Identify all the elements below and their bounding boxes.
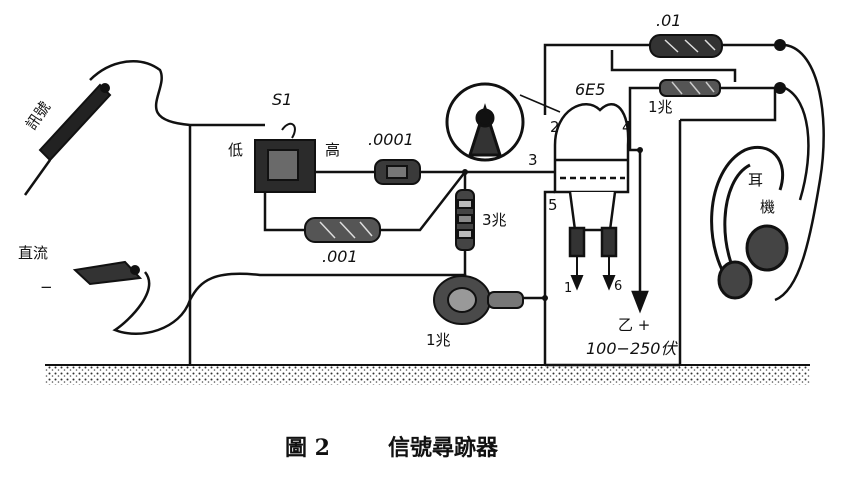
label-res-3m: 3兆 <box>482 211 507 229</box>
b-plus-arrow-icon <box>631 290 649 314</box>
capacitor-001-icon <box>304 217 381 243</box>
label-res-1m-top: 1兆 <box>648 98 673 116</box>
figure-number: 圖 2 <box>285 435 330 461</box>
label-cap-001: .001 <box>322 247 358 266</box>
headphones-icon <box>710 145 789 300</box>
tuning-eye-icon <box>445 82 561 162</box>
label-signal: 訊號 <box>22 98 54 133</box>
label-pin6: 6 <box>614 279 622 294</box>
label-s1: S1 <box>272 90 292 109</box>
dc-probe-icon <box>72 260 143 286</box>
signal-probe-icon <box>23 83 112 196</box>
s1-switch-icon <box>254 122 316 193</box>
label-pin5: 5 <box>548 196 558 214</box>
capacitor-01-icon <box>649 34 723 58</box>
binding-posts <box>462 39 786 301</box>
label-low: 低 <box>228 141 243 159</box>
label-b-plus: 乙 + <box>618 316 650 334</box>
label-pin3: 3 <box>528 151 538 169</box>
label-high: 高 <box>325 141 340 159</box>
label-ear1: 耳 <box>748 171 763 189</box>
label-pin2: 2 <box>550 118 560 136</box>
resistor-3m-icon <box>455 189 475 251</box>
label-dc: 直流 <box>18 244 48 262</box>
label-tube: 6E5 <box>575 80 605 99</box>
label-res-1m-bottom: 1兆 <box>426 331 451 349</box>
capacitor-0001-icon <box>374 159 421 185</box>
label-cap-01: .01 <box>656 11 681 30</box>
resistor-1m-top-icon <box>659 79 721 97</box>
heater-arrows <box>570 256 616 291</box>
label-pin4: 4 <box>622 118 632 136</box>
ground-strip <box>45 365 810 385</box>
tube-6e5-icon <box>553 103 630 258</box>
potentiometer-1m-icon <box>433 275 524 325</box>
figure-title: 信號尋跡器 <box>388 435 499 461</box>
label-cap-0001: .0001 <box>368 130 414 149</box>
label-b-volt: 100−250伏 <box>586 339 678 358</box>
label-pin1: 1 <box>564 281 572 296</box>
label-minus: − <box>40 278 53 296</box>
labels: 訊號 直流 − S1 低 高 .0001 .001 3兆 1兆 6E5 2 3 … <box>18 11 775 358</box>
label-ear2: 機 <box>760 198 775 216</box>
